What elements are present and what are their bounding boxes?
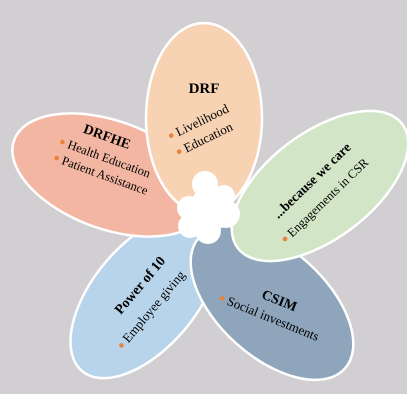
petal-drf-title: DRF (189, 81, 220, 97)
petal-power-of-10: Power of 10 Employee giving (69, 212, 221, 380)
bullet-icon (60, 139, 65, 145)
bullet-icon (282, 236, 288, 242)
petal-because-we-care: ...because we care Engagements in CSR (230, 109, 407, 263)
center-flower-icon (177, 171, 240, 244)
bullet-icon (54, 155, 59, 161)
bullet-icon (168, 133, 174, 138)
petal-because-we-care-shape (230, 109, 407, 263)
petal-drf: DRF Livelihood Education (144, 21, 264, 215)
bullet-icon (176, 149, 182, 155)
bullet-icon (219, 296, 225, 301)
bullet-icon (119, 343, 124, 348)
